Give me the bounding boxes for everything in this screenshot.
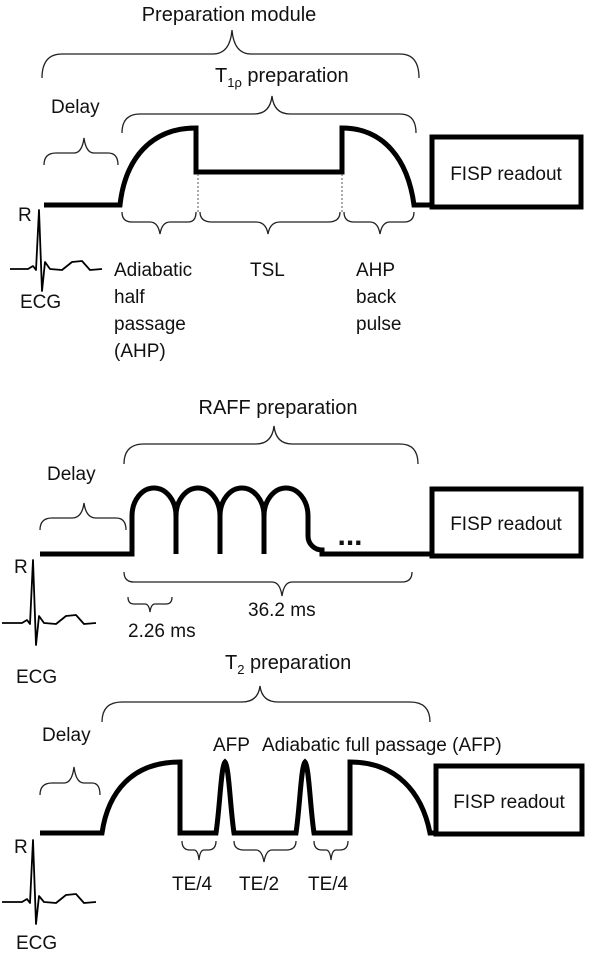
ecg-label-2: ECG bbox=[16, 667, 57, 688]
te2-label: TE/2 bbox=[239, 874, 279, 895]
ahp-back-pulse-label: AHP back pulse bbox=[356, 260, 401, 335]
preparation-module-label: Preparation module bbox=[142, 4, 317, 26]
fisp-readout-box-1 bbox=[429, 134, 584, 210]
preparation-module-brace bbox=[41, 29, 420, 79]
afp-full-passage-label: Adiabatic full passage (AFP) bbox=[262, 735, 502, 756]
fisp-readout-label-1: FISP readout bbox=[450, 164, 562, 185]
total-duration-label: 36.2 ms bbox=[248, 600, 316, 621]
svg-text:half: half bbox=[114, 287, 145, 308]
fisp-readout-label-3: FISP readout bbox=[453, 792, 565, 813]
raff-pulse-waveform bbox=[40, 485, 432, 557]
ahp-brace bbox=[121, 211, 197, 235]
ecg-trace-3 bbox=[2, 839, 97, 925]
delay-label-1: Delay bbox=[51, 97, 100, 118]
raff-preparation-label: RAFF preparation bbox=[199, 397, 358, 419]
tsl-label: TSL bbox=[250, 260, 285, 281]
t1rho-pulse-waveform bbox=[44, 125, 432, 208]
delay-brace-3 bbox=[39, 766, 101, 796]
t1rho-preparation-label: T1ρ preparation bbox=[215, 65, 349, 90]
t2-preparation-label: T2 preparation bbox=[225, 652, 351, 677]
svg-text:AHP: AHP bbox=[356, 260, 395, 281]
t2-pulse-waveform bbox=[40, 758, 436, 836]
fisp-readout-box-2 bbox=[429, 486, 584, 559]
svg-text:back: back bbox=[356, 287, 397, 308]
ecg-label-3: ECG bbox=[16, 933, 57, 954]
raff-ellipsis: ... bbox=[337, 519, 362, 552]
fisp-readout-box-3 bbox=[433, 763, 585, 837]
afp-label: AFP bbox=[213, 735, 250, 756]
ecg-trace-1 bbox=[10, 209, 103, 292]
raff-pulse-brace bbox=[123, 571, 413, 597]
ahp-label: Adiabatic half passage (AHP) bbox=[114, 260, 192, 362]
svg-text:passage: passage bbox=[114, 314, 186, 335]
te4-brace-2 bbox=[313, 840, 349, 861]
panel-t1rho-preparation: Preparation module T1ρ preparation Delay… bbox=[10, 4, 584, 362]
te2-brace bbox=[233, 840, 297, 863]
t2-preparation-brace bbox=[101, 685, 431, 723]
delay-brace-1 bbox=[43, 137, 119, 166]
r-wave-label-1: R bbox=[18, 205, 32, 226]
t1rho-preparation-brace bbox=[121, 95, 417, 134]
r-wave-label-3: R bbox=[14, 837, 28, 858]
single-pulse-brace bbox=[127, 596, 173, 613]
panel-raff-preparation: RAFF preparation Delay ... FISP readout … bbox=[2, 397, 584, 688]
te4-brace-1 bbox=[181, 840, 217, 861]
svg-text:(AHP): (AHP) bbox=[114, 341, 166, 362]
ahp-back-brace bbox=[343, 211, 415, 235]
delay-label-2: Delay bbox=[47, 464, 96, 485]
te4-label-2: TE/4 bbox=[308, 874, 349, 895]
svg-text:Adiabatic: Adiabatic bbox=[114, 260, 192, 281]
tsl-brace bbox=[199, 211, 341, 235]
raff-preparation-brace bbox=[123, 425, 419, 465]
pulse-duration-label: 2.26 ms bbox=[128, 621, 196, 642]
svg-text:pulse: pulse bbox=[356, 314, 401, 335]
te4-label-1: TE/4 bbox=[172, 874, 213, 895]
ecg-trace-2 bbox=[2, 559, 97, 646]
delay-label-3: Delay bbox=[42, 725, 91, 746]
r-wave-label-2: R bbox=[14, 557, 28, 578]
panel-t2-preparation: T2 preparation Delay AFP Adiabatic full … bbox=[2, 652, 585, 954]
ecg-label-1: ECG bbox=[20, 292, 61, 313]
fisp-readout-label-2: FISP readout bbox=[450, 514, 562, 535]
delay-brace-2 bbox=[39, 502, 127, 531]
